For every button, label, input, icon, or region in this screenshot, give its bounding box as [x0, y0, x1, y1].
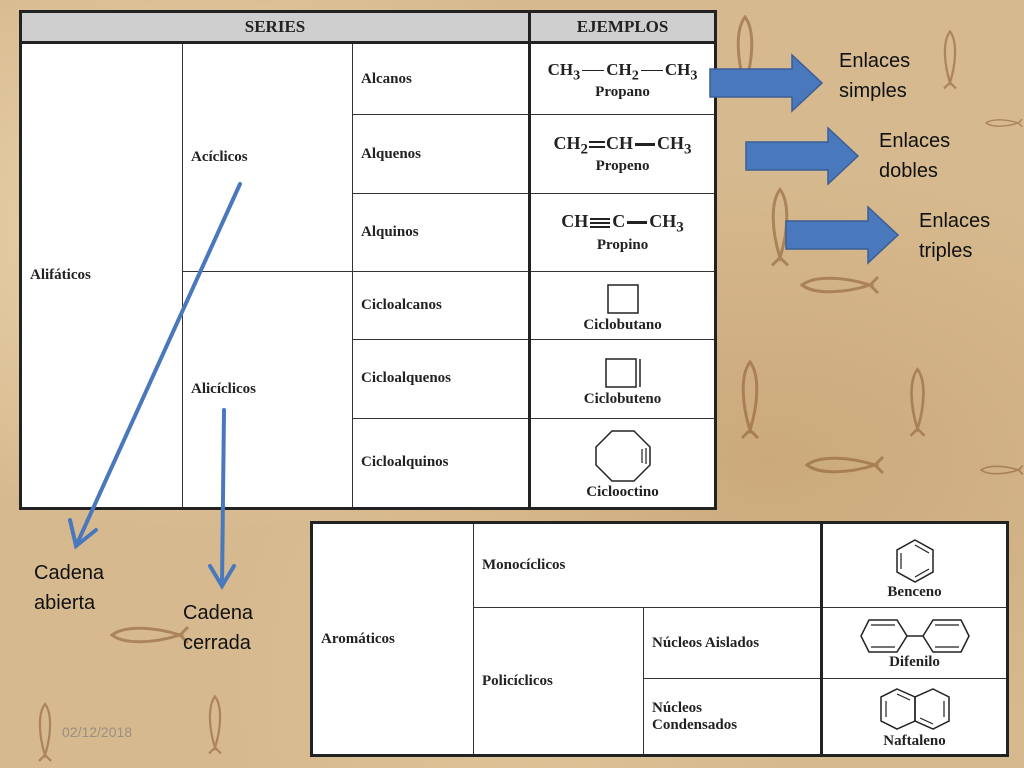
arrow-simples [709, 53, 824, 113]
group-aromaticos: Aromáticos [311, 522, 474, 756]
group-alifaticos: Alifáticos [20, 42, 183, 509]
example-benceno: Benceno [820, 521, 1009, 609]
group-aciclicos: Acíclicos [182, 42, 353, 273]
example-name: Difenilo [889, 653, 940, 670]
example-name: Propeno [595, 158, 650, 175]
series-alquenos: Alquenos [351, 114, 531, 194]
example-name: Benceno [887, 584, 942, 601]
arrow-triples [785, 205, 900, 265]
series-nucleos-aislados: Núcleos Aislados [642, 607, 823, 679]
series-header: SERIES [19, 10, 531, 45]
difenilo-structure [859, 618, 970, 653]
example-name: Propano [595, 83, 650, 100]
fossil-fish-icon [740, 360, 760, 440]
example-name: Ciclobuteno [583, 391, 662, 408]
series-table: SERIES EJEMPLOS Alifáticos Acíclicos Alc… [19, 10, 718, 510]
fossil-fish-icon [943, 29, 957, 90]
arrow-dobles [745, 126, 860, 186]
fossil-fish-icon [800, 275, 880, 295]
example-difenilo: Difenilo [820, 607, 1009, 679]
fossil-fish-icon [805, 455, 885, 475]
fossil-fish-icon [110, 625, 190, 645]
ciclobutano-structure [606, 284, 639, 314]
series-monociclicos: Monocíclicos [472, 521, 823, 609]
arrow-cadena-cerrada [208, 408, 236, 590]
example-name: Ciclobutano [583, 317, 662, 334]
fossil-fish-icon [38, 702, 52, 762]
series-nucleos-condensados: Núcleos Condensados [642, 678, 823, 756]
arrow-cadena-abierta [68, 182, 242, 550]
fossil-fish-icon [770, 187, 790, 267]
slide-date: 02/12/2018 [62, 724, 133, 740]
aromatic-table: Aromáticos Monocíclicos Benceno Policícl… [310, 521, 1010, 757]
group-aliciclicos: Alicíclicos [182, 271, 353, 509]
example-name: Propino [596, 236, 649, 253]
series-cicloalcanos: Cicloalcanos [351, 271, 531, 341]
fossil-fish-icon [208, 694, 222, 755]
fossil-fish-icon [985, 118, 1023, 128]
series-cicloalquinos: Cicloalquinos [351, 417, 531, 510]
series-cicloalquenos: Cicloalquenos [351, 339, 531, 419]
condensed-line-1: Núcleos [652, 699, 702, 716]
fossil-fish-icon [909, 367, 926, 437]
benceno-structure [895, 539, 934, 583]
example-ciclooctino: Ciclooctino [528, 417, 717, 510]
series-alquinos: Alquinos [351, 192, 531, 273]
example-naftaleno: Naftaleno [820, 678, 1009, 756]
ciclobuteno-structure [604, 358, 641, 389]
fossil-fish-icon [980, 465, 1024, 475]
examples-header: EJEMPLOS [528, 10, 717, 45]
series-policiclicos: Policíclicos [473, 607, 644, 756]
example-name: Naftaleno [883, 733, 946, 749]
naftaleno-structure [879, 688, 950, 730]
example-ciclobutano: Ciclobutano [528, 271, 717, 341]
example-name: Ciclooctino [586, 484, 659, 501]
ciclooctino-structure [594, 430, 651, 483]
condensed-line-2: Condensados [652, 716, 738, 733]
